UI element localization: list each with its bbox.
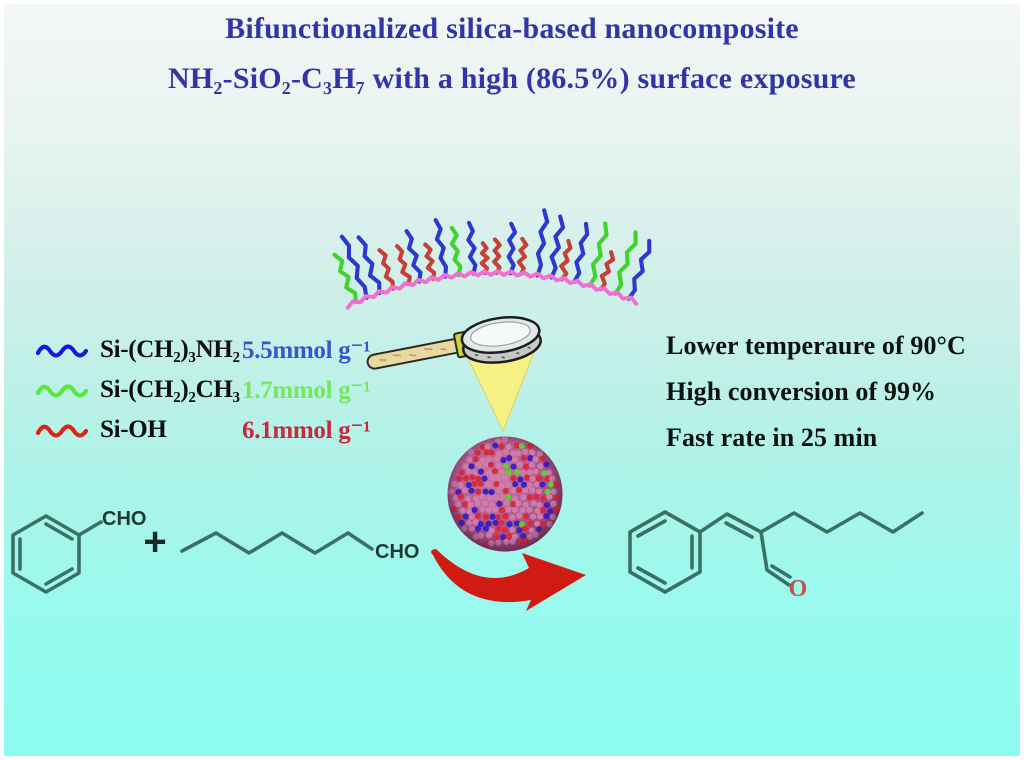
red-strand xyxy=(479,241,490,276)
red-strand xyxy=(423,242,437,281)
red-strand xyxy=(559,238,573,282)
red-wave-icon xyxy=(36,424,89,438)
legend: Si-(CH₂)₃NH₂ 5.5mmol g⁻¹ Si-(CH₂)₂CH₃ 1.… xyxy=(36,330,371,450)
lens-rim-marks xyxy=(474,346,531,359)
benzaldehyde-ring xyxy=(11,514,81,594)
oxygen-label: O xyxy=(789,576,808,602)
handle-woodgrain xyxy=(379,348,447,362)
legend-row-amine: Si-(CH₂)₃NH₂ 5.5mmol g⁻¹ xyxy=(36,330,371,370)
magnifier-handle xyxy=(366,330,472,370)
reaction-arrow xyxy=(431,549,586,611)
blue-strand xyxy=(572,221,590,285)
product-ring xyxy=(628,510,702,594)
reactants-structures: CHO + CHO xyxy=(11,508,419,594)
title-line-2: NH₂-SiO₂-C₃H₇ with a high (86.5%) surfac… xyxy=(168,62,856,95)
red-strand xyxy=(492,237,502,276)
benzylidene-double-bond xyxy=(724,521,754,539)
red-strand xyxy=(599,250,616,292)
title-block: Bifunctionalized silica-based nanocompos… xyxy=(4,4,1020,104)
benzaldehyde-double-bonds xyxy=(18,522,74,586)
red-strand xyxy=(395,244,412,287)
blue-strand xyxy=(535,208,550,278)
legend-label: Si-OH xyxy=(100,416,167,443)
green-strand xyxy=(449,225,463,278)
product-structure: O xyxy=(628,510,924,602)
red-strand xyxy=(377,248,395,291)
magnifier-lens xyxy=(460,316,542,364)
product-ring-double-bonds xyxy=(636,519,694,585)
highlight-conversion: High conversion of 99% xyxy=(666,377,937,406)
silica-surface-arc xyxy=(345,269,639,310)
highlight-rate: Fast rate in 25 min xyxy=(666,423,878,452)
functionalized-surface-illustration xyxy=(332,208,652,310)
green-strand xyxy=(613,230,638,296)
legend-value: 1.7mmol g⁻¹ xyxy=(242,377,371,404)
blue-strand xyxy=(339,234,369,300)
benzylidene-bond xyxy=(698,512,763,534)
green-strand xyxy=(332,252,359,305)
legend-value: 5.5mmol g⁻¹ xyxy=(242,337,371,364)
blue-strand xyxy=(626,238,652,301)
nanoparticle-shading xyxy=(447,436,563,552)
plus-sign: + xyxy=(143,520,166,564)
light-cone xyxy=(465,351,535,433)
legend-label: Si-(CH₂)₂CH₃ xyxy=(100,376,240,403)
legend-label: Si-(CH₂)₃NH₂ xyxy=(100,336,240,363)
blue-strand xyxy=(404,229,423,284)
benzaldehyde-cho-bond xyxy=(77,520,103,537)
legend-row-silanol: Si-OH 6.1mmol g⁻¹ xyxy=(36,410,371,450)
blue-strand xyxy=(466,220,478,276)
heptanal-cho-label: CHO xyxy=(375,541,419,563)
highlights-block: Lower temperaure of 90°C High conversion… xyxy=(666,331,966,469)
green-wave-icon xyxy=(36,384,89,398)
blue-strand xyxy=(549,214,566,280)
highlight-temperature: Lower temperaure of 90°C xyxy=(666,331,966,360)
legend-row-propyl: Si-(CH₂)₂CH₃ 1.7mmol g⁻¹ xyxy=(36,370,371,410)
title-line-1: Bifunctionalized silica-based nanocompos… xyxy=(225,12,799,45)
magnifier-nanoparticle-scene xyxy=(366,316,586,611)
lens-face xyxy=(470,321,531,347)
pentyl-chain xyxy=(759,511,924,534)
red-strand xyxy=(516,236,529,276)
blue-wave-icon xyxy=(36,344,89,358)
benzaldehyde-cho-label: CHO xyxy=(102,508,146,530)
blue-strand xyxy=(506,221,518,276)
legend-value: 6.1mmol g⁻¹ xyxy=(242,417,371,444)
blue-strand xyxy=(356,235,382,296)
heptanal-chain xyxy=(180,531,374,555)
blue-strand xyxy=(433,218,449,279)
aldehyde-group xyxy=(759,530,792,587)
green-strand xyxy=(587,221,609,288)
